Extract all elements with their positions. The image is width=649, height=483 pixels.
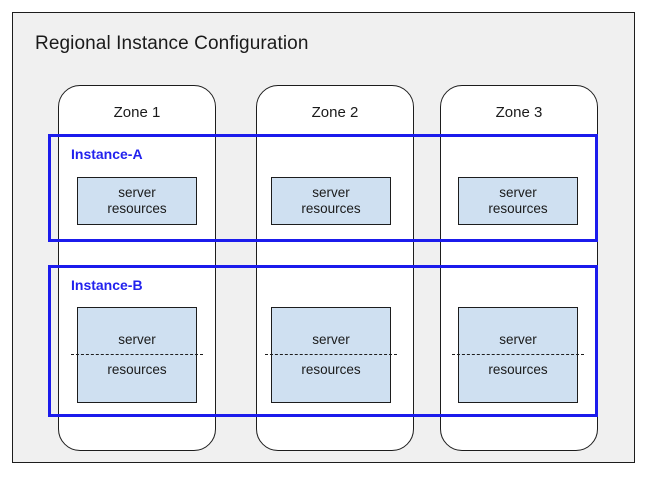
- regional-configuration-panel: Regional Instance Configuration Zone 1 Z…: [12, 12, 635, 463]
- zone-label-3: Zone 3: [495, 104, 543, 121]
- resource-line-1: server: [312, 332, 350, 347]
- resource-line-2: resources: [107, 201, 167, 216]
- server-resources-box[interactable]: server resources: [452, 307, 584, 403]
- dashed-divider-icon: [265, 354, 397, 355]
- instance-label-a: Instance-A: [71, 146, 143, 162]
- dashed-divider-icon: [71, 354, 203, 355]
- resource-line-2: resources: [488, 201, 548, 216]
- server-resources-box[interactable]: server resources: [458, 177, 578, 225]
- dashed-divider-icon: [452, 354, 584, 355]
- instance-band-a[interactable]: Instance-A: [48, 134, 598, 242]
- page-title: Regional Instance Configuration: [35, 33, 309, 54]
- resource-line-2: resources: [488, 362, 548, 377]
- server-resources-box[interactable]: server resources: [271, 177, 391, 225]
- instance-band-b[interactable]: Instance-B: [48, 265, 598, 417]
- resource-line-2: resources: [301, 362, 361, 377]
- server-resources-box[interactable]: server resources: [265, 307, 397, 403]
- resource-line-1: server: [499, 185, 537, 200]
- server-resources-box[interactable]: server resources: [77, 177, 197, 225]
- zone-label-1: Zone 1: [113, 104, 161, 121]
- resource-line-1: server: [118, 185, 156, 200]
- resource-line-1: server: [499, 332, 537, 347]
- resource-line-1: server: [312, 185, 350, 200]
- resource-line-2: resources: [301, 201, 361, 216]
- zone-label-2: Zone 2: [311, 104, 359, 121]
- resource-line-2: resources: [107, 362, 167, 377]
- instance-label-b: Instance-B: [71, 277, 143, 293]
- resource-line-1: server: [118, 332, 156, 347]
- server-resources-box[interactable]: server resources: [71, 307, 203, 403]
